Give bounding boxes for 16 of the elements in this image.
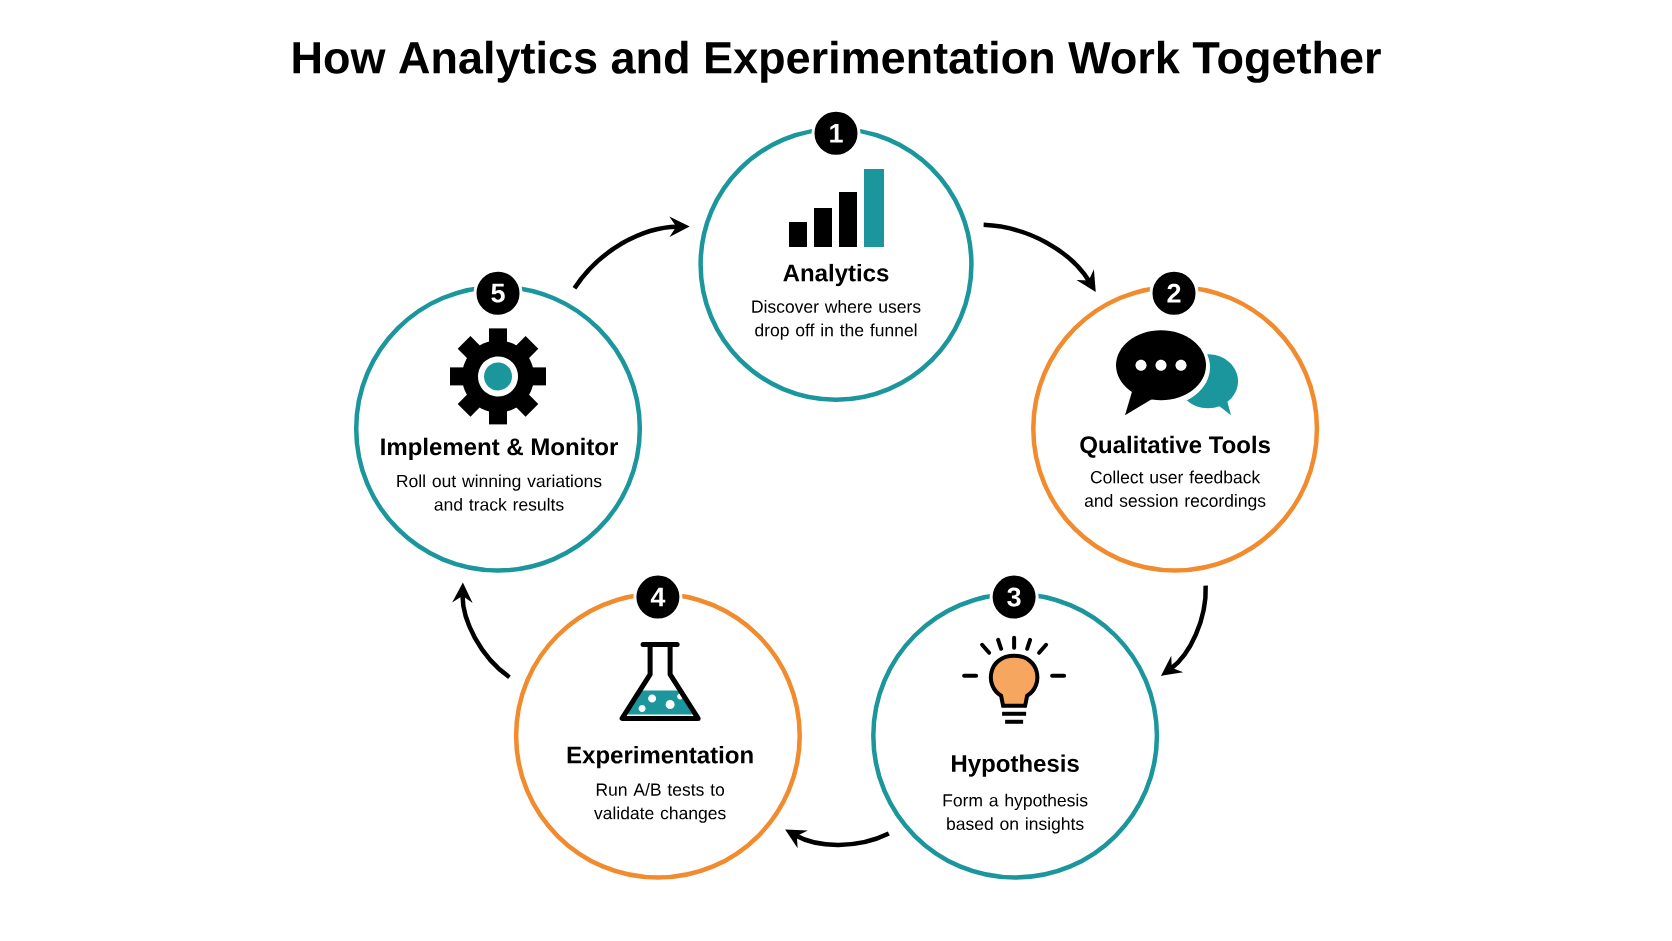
step-heading: Analytics xyxy=(783,263,889,287)
step-heading: Experimentation xyxy=(567,745,753,769)
step-description: Discover where users drop off in the funnel xyxy=(752,299,921,340)
step-heading: Implement & Monitor xyxy=(381,437,618,461)
step-number-badge: 3 xyxy=(989,572,1039,622)
step-number-badge: 1 xyxy=(811,108,861,158)
step-number-badge: 5 xyxy=(473,268,523,318)
step-heading: Qualitative Tools xyxy=(1080,435,1270,458)
step-description: Form a hypothesis based on insights xyxy=(943,793,1088,834)
step-number-badge: 4 xyxy=(633,572,683,622)
title: How Analytics and Experimentation Work Together xyxy=(293,40,1381,83)
step-heading: Hypothesis xyxy=(952,754,1079,777)
step-description: Roll out winning variations and track results xyxy=(397,474,602,511)
step-description: Collect user feedback and session recordings xyxy=(1084,470,1266,511)
step-description: Run A/B tests to validate changes xyxy=(594,782,726,823)
step-number-badge: 2 xyxy=(1149,268,1199,318)
